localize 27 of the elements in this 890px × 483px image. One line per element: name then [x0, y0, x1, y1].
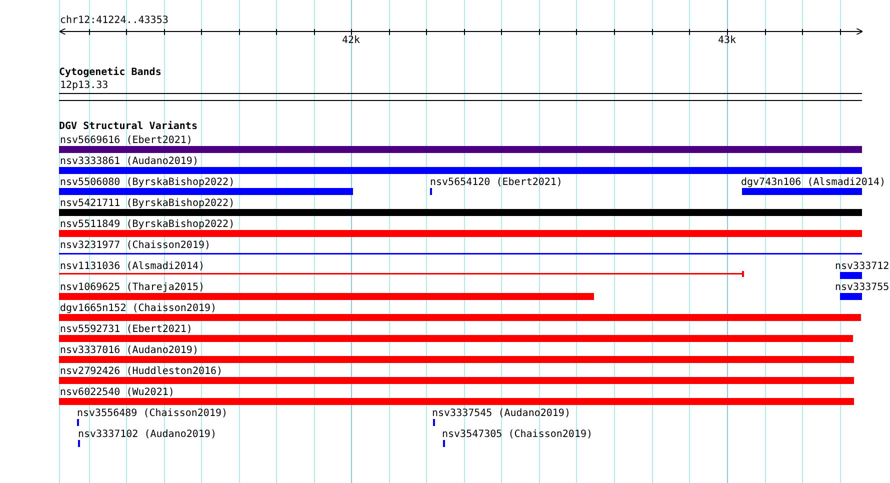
feature-label: nsv6022540 (Wu2021): [60, 387, 174, 399]
feature-label: nsv5421711 (ByrskaBishop2022): [60, 198, 235, 210]
feature-label: nsv5506080 (ByrskaBishop2022): [60, 177, 235, 189]
band-label: 12p13.33: [60, 80, 108, 92]
feature-label: nsv3337102 (Audano2019): [78, 429, 216, 441]
feature-label: nsv5669616 (Ebert2021): [60, 135, 192, 147]
tick-label: 43k: [718, 35, 736, 47]
feature-label: nsv3337016 (Audano2019): [60, 345, 198, 357]
tick-label: 42k: [342, 35, 360, 47]
feature-label: nsv2792426 (Huddleston2016): [60, 366, 223, 378]
feature-label: nsv3556489 (Chaisson2019): [77, 408, 228, 420]
feature-label: dgv1665n152 (Chaisson2019): [60, 303, 217, 315]
coordinate-label: chr12:41224..43353: [60, 15, 168, 27]
feature-label: nsv3547305 (Chaisson2019): [442, 429, 593, 441]
feature-label: nsv1069625 (Thareja2015): [60, 282, 204, 294]
feature-label: nsv333755: [835, 282, 890, 294]
feature-label: nsv333712: [835, 261, 890, 273]
feature-label: dgv743n106 (Alsmadi2014): [741, 177, 886, 189]
track-title: Cytogenetic Bands: [59, 67, 162, 79]
feature-label: nsv3337545 (Audano2019): [432, 408, 570, 420]
feature-label: nsv5511849 (ByrskaBishop2022): [60, 219, 235, 231]
feature-label: nsv3333861 (Audano2019): [60, 156, 198, 168]
track-title: DGV Structural Variants: [59, 121, 198, 133]
feature-label: nsv5592731 (Ebert2021): [60, 324, 192, 336]
feature-label: nsv1131036 (Alsmadi2014): [60, 261, 204, 273]
feature-label: nsv3231977 (Chaisson2019): [60, 240, 211, 252]
feature-label: nsv5654120 (Ebert2021): [430, 177, 562, 189]
